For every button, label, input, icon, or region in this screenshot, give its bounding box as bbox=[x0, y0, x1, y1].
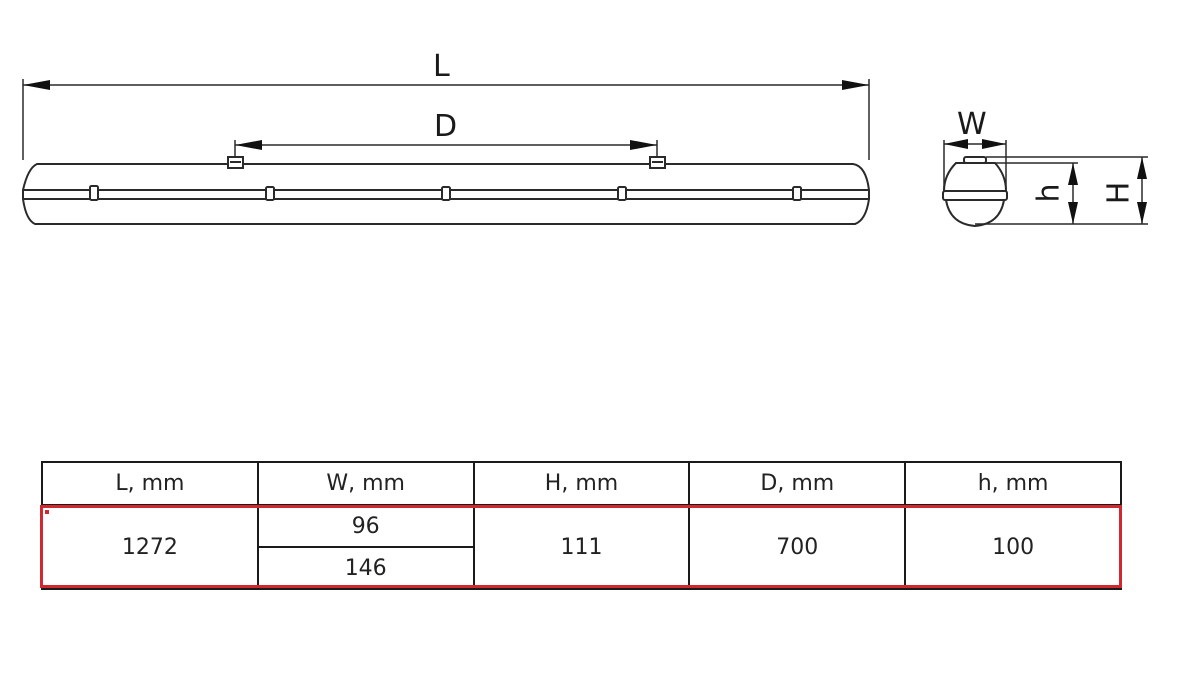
end-view-drawing bbox=[942, 139, 1148, 228]
table-row: 146 bbox=[42, 546, 1121, 590]
side-view-drawing bbox=[22, 79, 1148, 228]
cell-height: 111 bbox=[472, 504, 691, 590]
table-row: 1272 96 111 700 100 bbox=[41, 504, 1122, 590]
table-header-row: L, mm W, mm H, mm D, mm h, mm bbox=[41, 461, 1122, 506]
header-height: H, mm bbox=[472, 461, 691, 506]
inner-height-label: h bbox=[1031, 183, 1067, 203]
technical-drawing: L D W h H bbox=[0, 0, 1200, 260]
cell-width-1: 96 bbox=[256, 504, 475, 548]
dimensions-table: L, mm W, mm H, mm D, mm h, mm 1272 96 11… bbox=[41, 461, 1122, 590]
cell-width-2: 146 bbox=[256, 546, 475, 590]
cell-inner-height: 100 bbox=[904, 504, 1122, 590]
header-inner-height: h, mm bbox=[904, 461, 1122, 506]
total-height-label: H bbox=[1101, 181, 1137, 205]
header-distance: D, mm bbox=[688, 461, 907, 506]
mount-distance-label: D bbox=[434, 109, 458, 144]
width-label: W bbox=[957, 107, 987, 142]
header-length: L, mm bbox=[41, 461, 259, 506]
cell-distance: 700 bbox=[688, 504, 907, 590]
length-label: L bbox=[433, 49, 450, 84]
header-width: W, mm bbox=[256, 461, 475, 506]
cell-length: 1272 bbox=[41, 504, 259, 590]
